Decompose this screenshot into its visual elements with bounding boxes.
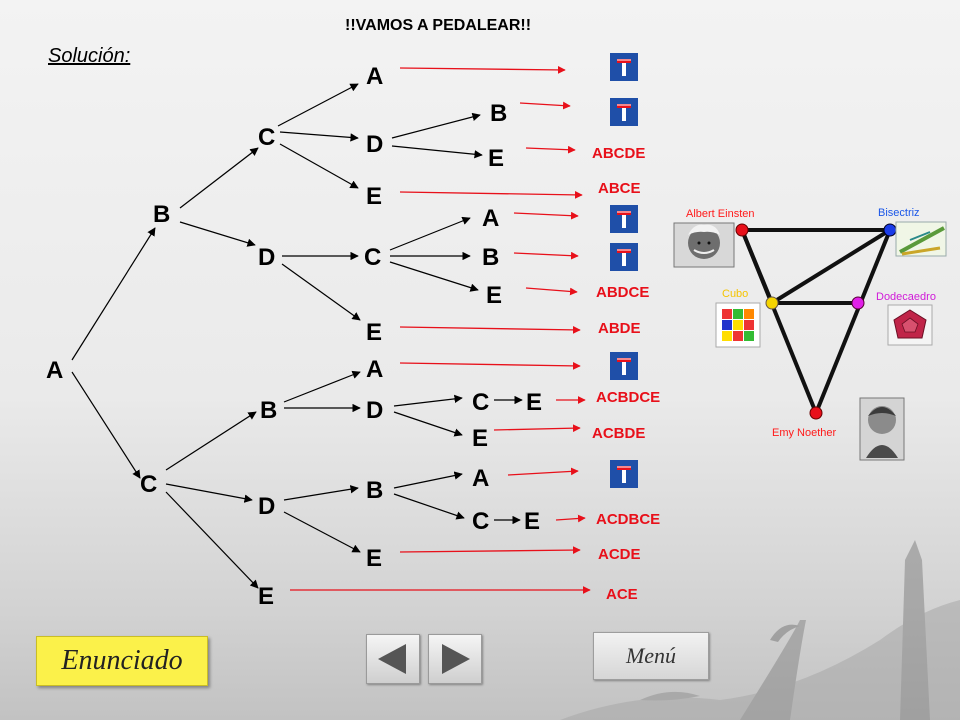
background-landscape bbox=[560, 540, 960, 720]
dead-end-signs bbox=[610, 53, 638, 488]
no-entry-road-sign-icon bbox=[610, 98, 638, 126]
tree-node-bcd: D bbox=[366, 131, 383, 158]
graph-node-cubo bbox=[765, 296, 779, 310]
tree-node-cdba: A bbox=[472, 465, 489, 492]
tree-node-cd: D bbox=[258, 493, 275, 520]
tree-node-bdcb: B bbox=[482, 244, 499, 271]
no-entry-road-sign-icon bbox=[610, 53, 638, 81]
previous-slide-button[interactable] bbox=[366, 634, 420, 684]
graph-label-einstein: Albert Einsten bbox=[686, 208, 754, 220]
result-label: ABDCE bbox=[596, 284, 649, 301]
tree-node-bc: C bbox=[258, 124, 275, 151]
graph-node-dodecaedro bbox=[851, 296, 865, 310]
graph-node-noether bbox=[809, 406, 823, 420]
tree-node-cdbc: C bbox=[472, 508, 489, 535]
tree-node-cdb: B bbox=[366, 477, 383, 504]
tree-node-bce: E bbox=[366, 183, 382, 210]
no-entry-road-sign-icon bbox=[610, 205, 638, 233]
graph-label-bisectriz: Bisectriz bbox=[878, 207, 920, 219]
page-title: !!VAMOS A PEDALEAR!! bbox=[345, 17, 531, 34]
next-triangle-icon bbox=[442, 644, 470, 674]
no-entry-road-sign-icon bbox=[610, 352, 638, 380]
graph-label-cubo: Cubo bbox=[722, 288, 748, 300]
result-label: ACBDCE bbox=[596, 389, 660, 406]
tree-node-bca: A bbox=[366, 63, 383, 90]
graph-label-noether: Emy Noether bbox=[772, 427, 837, 439]
result-label: ABCDE bbox=[592, 145, 645, 162]
tree-node-cbdce: E bbox=[526, 389, 542, 416]
tree-node-root: A bbox=[46, 357, 63, 384]
tree-node-cdbce: E bbox=[524, 508, 540, 535]
dodecahedron-image bbox=[887, 304, 933, 346]
next-slide-button[interactable] bbox=[428, 634, 482, 684]
result-label: ACE bbox=[606, 586, 638, 603]
tree-node-bdce: E bbox=[486, 282, 502, 309]
previous-triangle-icon bbox=[378, 644, 406, 674]
tree-node-cbd: D bbox=[366, 397, 383, 424]
result-labels: ABCDE ABCE ABDCE ABDE ACBDCE ACBDE ACDBC… bbox=[592, 145, 660, 603]
result-label: ABCE bbox=[598, 180, 641, 197]
graph-label-dodecaedro: Dodecaedro bbox=[876, 291, 936, 303]
result-label: ACBDE bbox=[592, 425, 645, 442]
graph-node-einstein bbox=[735, 223, 749, 237]
tree-node-cde: E bbox=[366, 545, 382, 572]
tree-node-bd: D bbox=[258, 244, 275, 271]
menu-button[interactable]: Menú bbox=[593, 632, 709, 680]
tree-node-c: C bbox=[140, 471, 157, 498]
tree-node-bcdb: B bbox=[490, 100, 507, 127]
no-entry-road-sign-icon bbox=[610, 460, 638, 488]
tree-node-bdca: A bbox=[482, 205, 499, 232]
tree-edges bbox=[71, 83, 523, 589]
tree-node-cba: A bbox=[366, 356, 383, 383]
einstein-portrait-image bbox=[673, 222, 735, 268]
tree-nodes: A B C C D A D E B E C E A B E B D E A D … bbox=[46, 63, 542, 610]
solution-subtitle: Solución: bbox=[48, 45, 130, 67]
result-arrows bbox=[290, 66, 591, 594]
route-graph: Albert Einsten Bisectriz Cubo Dodecaedro… bbox=[673, 207, 947, 461]
enunciado-button[interactable]: Enunciado bbox=[36, 636, 208, 686]
result-label: ACDBCE bbox=[596, 511, 660, 528]
result-label: ACDE bbox=[598, 546, 641, 563]
result-label: ABDE bbox=[598, 320, 641, 337]
no-entry-road-sign-icon bbox=[610, 243, 638, 271]
tree-node-bdc: C bbox=[364, 244, 381, 271]
tree-node-ce: E bbox=[258, 583, 274, 610]
rubik-cube-image bbox=[715, 302, 761, 348]
tree-node-b: B bbox=[153, 201, 170, 228]
graph-node-bisectriz bbox=[883, 223, 897, 237]
tree-node-bcde: E bbox=[488, 145, 504, 172]
bisectriz-ruler-image bbox=[895, 221, 947, 257]
tree-node-cb: B bbox=[260, 397, 277, 424]
tree-node-cbde: E bbox=[472, 425, 488, 452]
tree-node-bde: E bbox=[366, 319, 382, 346]
tree-node-cbdc: C bbox=[472, 389, 489, 416]
noether-portrait-image bbox=[859, 397, 905, 461]
